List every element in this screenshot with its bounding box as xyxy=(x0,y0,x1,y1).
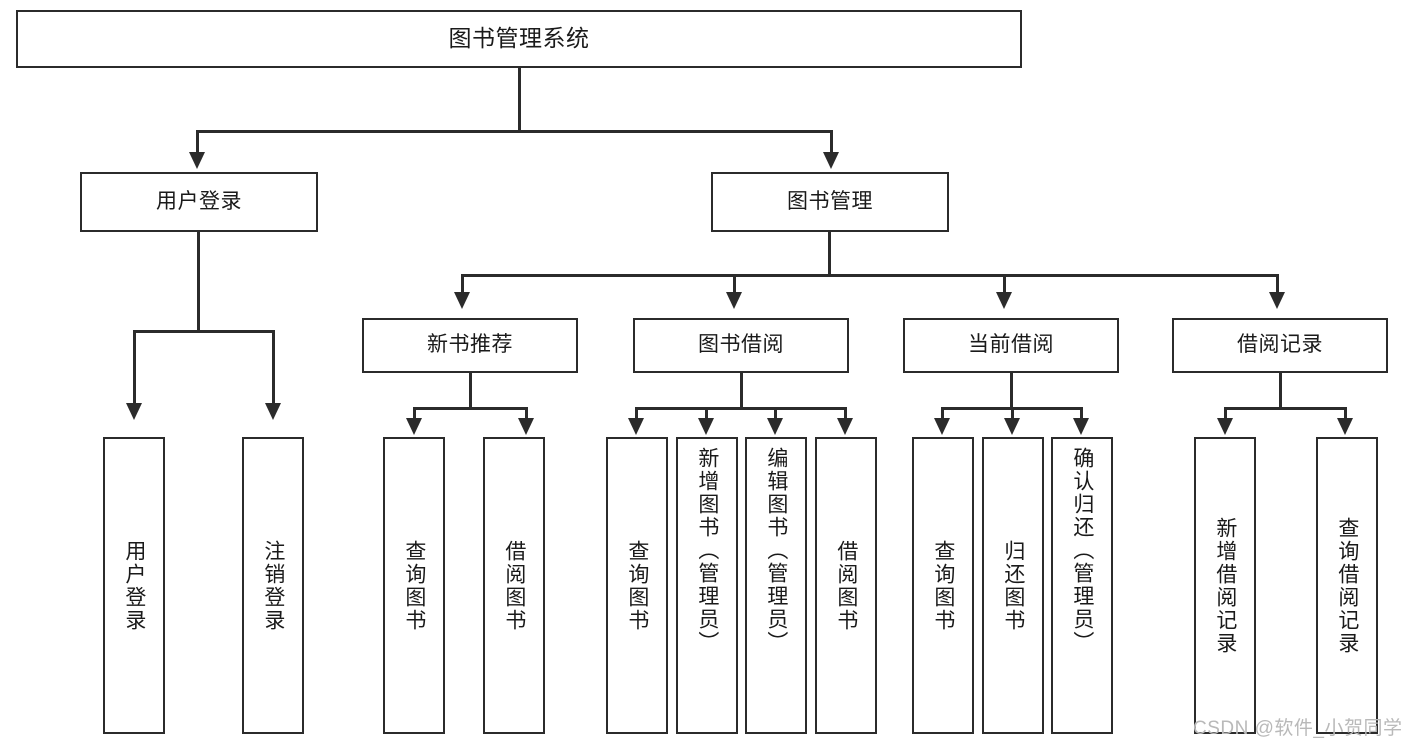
connector-book-borrow-drop-2 xyxy=(705,407,708,420)
node-label: 确认归还（管理员） xyxy=(1070,447,1094,654)
arrow-to-current-borrow xyxy=(996,292,1012,309)
node-label: 查询图书 xyxy=(931,539,955,632)
connector-new-book-stem xyxy=(469,373,472,409)
arrow-to-leaf-confirm-return xyxy=(1073,418,1089,435)
leaf-borrow-book-new[interactable]: 借阅图书 xyxy=(483,437,545,734)
connector-book-borrow-drop-1 xyxy=(635,407,638,420)
leaf-confirm-return-admin[interactable]: 确认归还（管理员） xyxy=(1051,437,1113,734)
node-label: 新增图书（管理员） xyxy=(695,447,719,654)
connector-root-drop-1 xyxy=(196,130,199,154)
node-label: 当前借阅 xyxy=(968,333,1054,357)
connector-book-manage-bus xyxy=(461,274,1279,277)
connector-current-borrow-drop-1 xyxy=(941,407,944,420)
arrow-to-new-book xyxy=(454,292,470,309)
node-label: 新书推荐 xyxy=(427,333,513,357)
node-root-system[interactable]: 图书管理系统 xyxy=(16,10,1022,68)
leaf-query-book-current[interactable]: 查询图书 xyxy=(912,437,974,734)
node-label: 借阅图书 xyxy=(834,539,858,632)
connector-book-manage-drop-1 xyxy=(461,274,464,294)
watermark-label: CSDN @软件_小贺同学 xyxy=(1193,718,1403,739)
connector-book-borrow-drop-3 xyxy=(774,407,777,420)
node-label: 图书借阅 xyxy=(698,333,784,357)
connector-borrow-record-drop-1 xyxy=(1224,407,1227,420)
leaf-query-book-borrow[interactable]: 查询图书 xyxy=(606,437,668,734)
connector-root-drop-2 xyxy=(830,130,833,154)
node-label: 注销登录 xyxy=(261,539,285,632)
node-book-manage[interactable]: 图书管理 xyxy=(711,172,949,232)
connector-borrow-record-drop-2 xyxy=(1344,407,1347,420)
arrow-to-user-login xyxy=(189,152,205,169)
leaf-query-book-new[interactable]: 查询图书 xyxy=(383,437,445,734)
node-label: 查询图书 xyxy=(625,539,649,632)
arrow-to-leaf-add-book xyxy=(698,418,714,435)
node-new-book-recommend[interactable]: 新书推荐 xyxy=(362,318,578,373)
connector-user-login-drop-1 xyxy=(133,330,136,405)
node-label: 用户登录 xyxy=(156,189,242,213)
arrow-to-leaf-add-record xyxy=(1217,418,1233,435)
arrow-to-leaf-borrow-book-b xyxy=(837,418,853,435)
leaf-query-borrow-record[interactable]: 查询借阅记录 xyxy=(1316,437,1378,734)
arrow-to-borrow-book xyxy=(726,292,742,309)
connector-new-book-bus xyxy=(413,407,528,410)
node-user-login[interactable]: 用户登录 xyxy=(80,172,318,232)
connector-borrow-record-stem xyxy=(1279,373,1282,409)
connector-current-borrow-stem xyxy=(1010,373,1013,409)
node-current-borrow[interactable]: 当前借阅 xyxy=(903,318,1119,373)
arrow-to-leaf-user-login xyxy=(126,403,142,420)
connector-current-borrow-drop-2 xyxy=(1011,407,1014,420)
node-book-borrow[interactable]: 图书借阅 xyxy=(633,318,849,373)
node-label: 图书管理系统 xyxy=(448,25,590,52)
node-label: 图书管理 xyxy=(787,189,873,213)
leaf-return-book[interactable]: 归还图书 xyxy=(982,437,1044,734)
leaf-add-book-admin[interactable]: 新增图书（管理员） xyxy=(676,437,738,734)
connector-book-borrow-stem xyxy=(740,373,743,409)
arrow-to-leaf-query-record xyxy=(1337,418,1353,435)
connector-book-manage-drop-2 xyxy=(733,274,736,294)
node-label: 归还图书 xyxy=(1001,539,1025,632)
node-label: 编辑图书（管理员） xyxy=(764,447,788,654)
connector-borrow-record-bus xyxy=(1224,407,1347,410)
connector-user-login-bus xyxy=(133,330,275,333)
node-label: 用户登录 xyxy=(122,539,146,632)
connector-book-borrow-bus xyxy=(635,407,847,410)
arrow-to-leaf-return-book xyxy=(1004,418,1020,435)
node-label: 查询借阅记录 xyxy=(1335,516,1359,655)
connector-user-login-stem xyxy=(197,232,200,332)
leaf-borrow-book[interactable]: 借阅图书 xyxy=(815,437,877,734)
arrow-to-leaf-query-book-b xyxy=(628,418,644,435)
connector-new-book-drop-2 xyxy=(525,407,528,420)
connector-book-manage-drop-3 xyxy=(1003,274,1006,294)
connector-root-bus xyxy=(196,130,833,133)
node-label: 借阅记录 xyxy=(1237,333,1323,357)
node-label: 查询图书 xyxy=(402,539,426,632)
connector-book-manage-stem xyxy=(828,232,831,276)
node-label: 新增借阅记录 xyxy=(1213,516,1237,655)
arrow-to-borrow-record xyxy=(1269,292,1285,309)
leaf-user-login[interactable]: 用户登录 xyxy=(103,437,165,734)
arrow-to-leaf-logout xyxy=(265,403,281,420)
connector-new-book-drop-1 xyxy=(413,407,416,420)
leaf-add-borrow-record[interactable]: 新增借阅记录 xyxy=(1194,437,1256,734)
leaf-logout[interactable]: 注销登录 xyxy=(242,437,304,734)
node-borrow-record[interactable]: 借阅记录 xyxy=(1172,318,1388,373)
arrow-to-leaf-borrow-book-a xyxy=(518,418,534,435)
connector-current-borrow-drop-3 xyxy=(1080,407,1083,420)
connector-user-login-drop-2 xyxy=(272,330,275,405)
connector-book-manage-drop-4 xyxy=(1276,274,1279,294)
arrow-to-book-manage xyxy=(823,152,839,169)
connector-root-stem xyxy=(518,68,521,131)
node-label: 借阅图书 xyxy=(502,539,526,632)
arrow-to-leaf-query-book-a xyxy=(406,418,422,435)
connector-book-borrow-drop-4 xyxy=(844,407,847,420)
arrow-to-leaf-query-book-c xyxy=(934,418,950,435)
leaf-edit-book-admin[interactable]: 编辑图书（管理员） xyxy=(745,437,807,734)
arrow-to-leaf-edit-book xyxy=(767,418,783,435)
